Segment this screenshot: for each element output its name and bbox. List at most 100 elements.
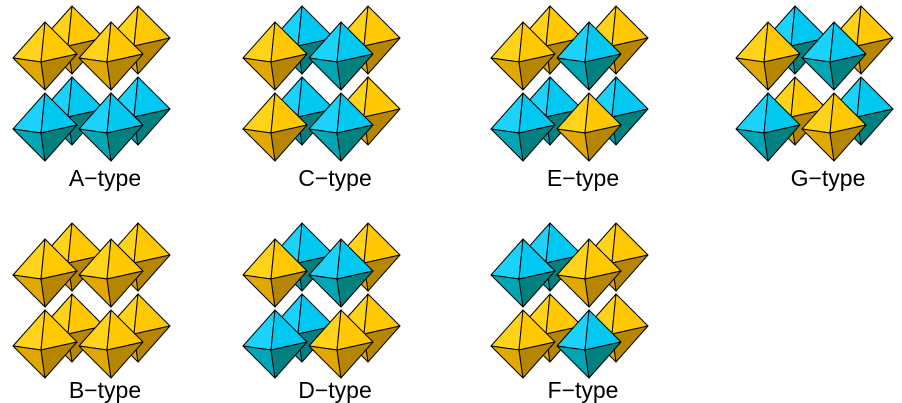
octahedron-cyan-bottom-3 — [490, 92, 556, 162]
octahedron-face — [270, 341, 308, 379]
octahedron-cyan-top-4 — [556, 21, 622, 91]
octahedron-face — [308, 57, 342, 91]
octahedron-face — [518, 341, 556, 379]
octahedron-face — [336, 124, 374, 162]
octahedron-cyan-bottom-4 — [78, 92, 144, 162]
octahedron-gold-top-3 — [12, 238, 78, 308]
octahedron-face — [106, 270, 144, 308]
octahedron-face — [40, 124, 78, 162]
octahedron-face — [78, 57, 112, 91]
panel-d-type: D−type — [242, 222, 401, 403]
octahedron-face — [78, 128, 112, 162]
panel-label-b: B−type — [69, 377, 141, 403]
octahedron-face — [735, 92, 769, 134]
octahedron-face — [490, 128, 524, 162]
octahedron-face — [40, 341, 78, 379]
octahedron-face — [242, 238, 276, 280]
octahedron-face — [518, 124, 556, 162]
octahedron-gold-top-3 — [242, 21, 308, 91]
panel-a-type: A−type — [12, 5, 171, 191]
octahedra-cluster-e — [490, 5, 649, 162]
octahedron-face — [829, 53, 867, 91]
octahedron-face — [270, 270, 308, 308]
octahedron-face — [490, 345, 524, 379]
octahedron-face — [556, 274, 590, 308]
octahedron-face — [801, 57, 835, 91]
octahedron-face — [829, 124, 867, 162]
octahedron-gold-top-3 — [735, 21, 801, 91]
octahedron-gold-top-4 — [78, 21, 144, 91]
octahedron-face — [270, 53, 308, 91]
octahedra-cluster-a — [12, 5, 171, 162]
octahedron-face — [12, 92, 46, 134]
octahedron-gold-top-4 — [556, 238, 622, 308]
octahedron-gold-bottom-4 — [556, 92, 622, 162]
octahedron-face — [106, 53, 144, 91]
octahedron-gold-bottom-3 — [12, 309, 78, 379]
octahedron-face — [242, 274, 276, 308]
octahedron-face — [12, 57, 46, 91]
octahedra-cluster-b — [12, 222, 171, 379]
octahedron-face — [490, 21, 524, 63]
octahedron-face — [78, 345, 112, 379]
octahedron-face — [106, 341, 144, 379]
octahedron-gold-top-3 — [242, 238, 308, 308]
octahedron-cyan-bottom-4 — [556, 309, 622, 379]
panel-label-a: A−type — [69, 165, 141, 191]
octahedron-face — [584, 341, 622, 379]
panel-label-c: C−type — [298, 165, 372, 191]
octahedron-face — [12, 21, 46, 63]
octahedron-face — [763, 124, 801, 162]
octahedron-cyan-top-4 — [801, 21, 867, 91]
octahedron-face — [270, 124, 308, 162]
octahedron-face — [40, 53, 78, 91]
octahedron-face — [763, 53, 801, 91]
panel-label-g: G−type — [791, 165, 866, 191]
octahedron-gold-bottom-3 — [490, 309, 556, 379]
octahedron-face — [308, 128, 342, 162]
octahedron-face — [735, 128, 769, 162]
octahedron-gold-bottom-4 — [78, 309, 144, 379]
octahedra-cluster-c — [242, 5, 401, 162]
panel-b-type: B−type — [12, 222, 171, 403]
octahedron-gold-bottom-3 — [242, 92, 308, 162]
octahedron-face — [242, 309, 276, 351]
octahedron-face — [242, 345, 276, 379]
octahedron-face — [584, 53, 622, 91]
octahedron-face — [490, 238, 524, 280]
octahedron-cyan-bottom-3 — [242, 309, 308, 379]
octahedron-face — [490, 57, 524, 91]
octahedron-gold-top-4 — [78, 238, 144, 308]
octahedron-face — [242, 57, 276, 91]
panel-g-type: G−type — [735, 5, 894, 191]
octahedron-face — [490, 274, 524, 308]
octahedron-gold-top-3 — [490, 21, 556, 91]
octahedron-face — [490, 92, 524, 134]
octahedron-face — [78, 274, 112, 308]
octahedron-face — [12, 128, 46, 162]
panel-label-d: D−type — [298, 377, 372, 403]
octahedron-face — [12, 238, 46, 280]
octahedron-face — [556, 345, 590, 379]
octahedron-cyan-bottom-3 — [12, 92, 78, 162]
octahedron-face — [490, 309, 524, 351]
octahedron-gold-top-3 — [12, 21, 78, 91]
octahedron-face — [518, 270, 556, 308]
octahedron-face — [242, 128, 276, 162]
octahedron-face — [801, 128, 835, 162]
octahedra-cluster-g — [735, 5, 894, 162]
octahedron-face — [40, 270, 78, 308]
octahedron-face — [735, 57, 769, 91]
octahedron-face — [242, 21, 276, 63]
panel-label-e: E−type — [547, 165, 619, 191]
octahedron-cyan-top-4 — [308, 21, 374, 91]
panel-label-f: F−type — [548, 377, 619, 403]
octahedron-face — [308, 274, 342, 308]
octahedron-face — [735, 21, 769, 63]
octahedron-face — [336, 53, 374, 91]
octahedron-face — [12, 309, 46, 351]
panel-e-type: E−type — [490, 5, 649, 191]
octahedron-gold-bottom-4 — [801, 92, 867, 162]
octahedron-cyan-bottom-3 — [735, 92, 801, 162]
